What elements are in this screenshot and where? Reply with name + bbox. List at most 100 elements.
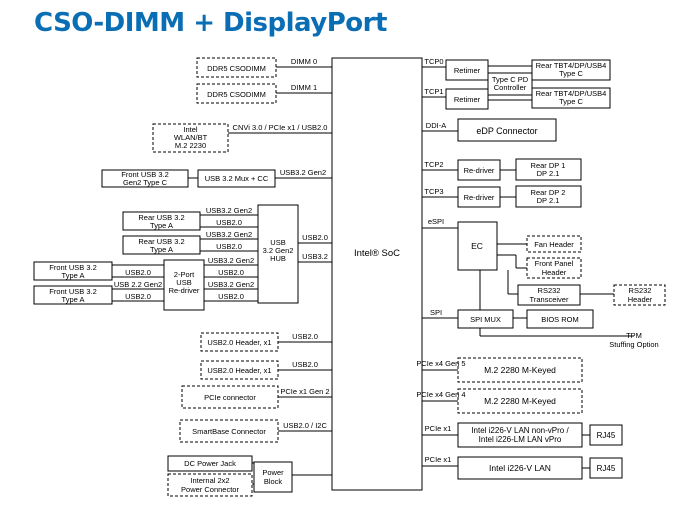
pcie-x1b-label: PCIe x1 bbox=[425, 455, 452, 464]
soc-label: Intel® SoC bbox=[354, 248, 400, 259]
pcie-gen4-label: PCIe x4 Gen 4 bbox=[416, 390, 465, 399]
wlan-line2: WLAN/BT bbox=[174, 133, 208, 142]
pcie-gen5-label: PCIe x4 Gen 5 bbox=[416, 359, 465, 368]
front-panel-line2: Header bbox=[542, 268, 567, 277]
tcp0-label: TCP0 bbox=[424, 57, 443, 66]
rs232-header-line2: Header bbox=[628, 295, 653, 304]
rs232-transceiver-line2: Transceiver bbox=[530, 295, 569, 304]
usb2-header1-label: USB2.0 Header, x1 bbox=[207, 338, 271, 347]
front-usbc-line1: Front USB 3.2 bbox=[121, 170, 169, 179]
rear-dp2-box bbox=[515, 185, 582, 208]
rear-tbt1-line1: Rear TBT4/DP/USB4 bbox=[536, 61, 607, 70]
rear-usb-a1-box bbox=[122, 211, 201, 231]
front-usb-a1-box bbox=[33, 261, 113, 281]
m2-gen4-box bbox=[457, 388, 583, 414]
front-panel-line1: Front Panel bbox=[535, 259, 574, 268]
power-block-box bbox=[253, 461, 293, 493]
retimer0-box bbox=[445, 59, 489, 81]
retimer1-label: Retimer bbox=[454, 95, 481, 104]
lan2-label: Intel i226-V LAN bbox=[489, 463, 551, 473]
usb-mux-link-label: USB3.2 Gen2 bbox=[280, 168, 326, 177]
pcie-connector-link-label: PCIe x1 Gen 2 bbox=[280, 387, 329, 396]
hub-link-r1-gen2: USB3.2 Gen2 bbox=[208, 256, 254, 265]
hub-link-a1-gen2: USB3.2 Gen2 bbox=[206, 206, 252, 215]
rs232-transceiver-line1: RS232 bbox=[538, 286, 561, 295]
retimer1-box bbox=[445, 88, 489, 110]
m2-gen5-box bbox=[457, 357, 583, 383]
rj45b-label: RJ45 bbox=[597, 464, 616, 473]
wlan-box bbox=[152, 123, 229, 153]
hub-line3: HUB bbox=[270, 254, 286, 263]
power-block-line1: Power bbox=[262, 468, 284, 477]
bios-rom-label: BIOS ROM bbox=[541, 315, 579, 324]
front-panel-header-box bbox=[526, 257, 582, 279]
pd-line1: Type C PD bbox=[492, 75, 529, 84]
rear-dp2-line1: Rear DP 2 bbox=[531, 188, 566, 197]
rear-tbt1-line2: Type C bbox=[559, 69, 583, 78]
fan-header-label: Fan Header bbox=[534, 240, 574, 249]
rear-dp1-box bbox=[515, 158, 582, 181]
pd-controller-box bbox=[487, 72, 533, 96]
lan1-line1: Intel i226-V LAN non-vPro / bbox=[471, 426, 569, 435]
front-usb-a2-box bbox=[33, 285, 113, 305]
usb2-header2-label: USB2.0 Header, x1 bbox=[207, 366, 271, 375]
tcp1-label: TCP1 bbox=[424, 87, 443, 96]
front-usb-a1-line1: Front USB 3.2 bbox=[49, 263, 97, 272]
hub-link2-label: USB3.2 bbox=[302, 252, 328, 261]
m2-gen5-label: M.2 2280 M-Keyed bbox=[484, 365, 556, 375]
usb2-header2-link-label: USB2.0 bbox=[292, 360, 318, 369]
hub-link-r2-gen2: USB3.2 Gen2 bbox=[208, 280, 254, 289]
dimm1-link-label: DIMM 1 bbox=[291, 83, 317, 92]
rear-usb-a2-line2: Type A bbox=[150, 245, 173, 254]
power-block-line2: Block bbox=[264, 477, 283, 486]
rs232-transceiver-box bbox=[517, 284, 581, 306]
soc-block bbox=[331, 57, 423, 491]
rear-usb-a1-line2: Type A bbox=[150, 221, 173, 230]
pcie-connector-label: PCIe connector bbox=[204, 393, 256, 402]
ddia-label: DDI-A bbox=[426, 121, 446, 130]
page-title: CSO-DIMM + DisplayPort bbox=[34, 8, 387, 38]
dc-jack-label: DC Power Jack bbox=[184, 459, 236, 468]
tcp3-label: TCP3 bbox=[424, 187, 443, 196]
front-usb-a2-line1: Front USB 3.2 bbox=[49, 287, 97, 296]
tpm-line2: Stuffing Option bbox=[609, 340, 658, 349]
smartbase-label: SmartBase Connector bbox=[192, 427, 266, 436]
rs232-header-line1: RS232 bbox=[629, 286, 652, 295]
hub-link-r2-usb2: USB2.0 bbox=[218, 292, 244, 301]
espi-label: eSPI bbox=[428, 217, 444, 226]
spi-mux-label: SPI MUX bbox=[470, 315, 501, 324]
dimm1-label: DDR5 CSODIMM bbox=[207, 90, 266, 99]
retimer0-label: Retimer bbox=[454, 66, 481, 75]
redriver-link-a2-usb2: USB2.0 bbox=[125, 292, 151, 301]
pd-line2: Controller bbox=[494, 83, 527, 92]
dimm0-box bbox=[196, 57, 277, 78]
rear-dp2-line2: DP 2.1 bbox=[537, 196, 560, 205]
edp-label: eDP Connector bbox=[476, 126, 537, 136]
spi-label: SPI bbox=[430, 308, 442, 317]
tcp2-label: TCP2 bbox=[424, 160, 443, 169]
rear-tbt2-line1: Rear TBT4/DP/USB4 bbox=[536, 89, 607, 98]
internal-power-line1: Internal 2x2 bbox=[190, 476, 229, 485]
edp-box bbox=[457, 118, 557, 142]
rear-tbt2-box bbox=[531, 87, 611, 109]
redriver-link-a2-gen2: USB 2.2 Gen2 bbox=[114, 280, 162, 289]
usb-mux-label: USB 3.2 Mux + CC bbox=[205, 174, 269, 183]
tpm-line1: TPM bbox=[626, 331, 642, 340]
redriver-line3: Re-driver bbox=[169, 286, 200, 295]
ec-box bbox=[457, 221, 498, 271]
pcie-x1a-label: PCIe x1 bbox=[425, 424, 452, 433]
wlan-link-label: CNVi 3.0 / PCIe x1 / USB2.0 bbox=[233, 123, 328, 132]
rj45b-box bbox=[589, 457, 623, 479]
hub-line1: USB bbox=[270, 238, 285, 247]
rs232-header-box bbox=[613, 284, 666, 306]
hub-link-r1-usb2: USB2.0 bbox=[218, 268, 244, 277]
ec-label: EC bbox=[471, 241, 483, 251]
front-usb-a1-line2: Type A bbox=[62, 271, 85, 280]
lan1-line2: Intel i226-LM LAN vPro bbox=[479, 435, 562, 444]
redriver-link-a1-usb2: USB2.0 bbox=[125, 268, 151, 277]
rear-usb-a2-box bbox=[122, 235, 201, 255]
hub-link1-label: USB2.0 bbox=[302, 233, 328, 242]
rear-usb-a2-line1: Rear USB 3.2 bbox=[138, 237, 184, 246]
front-usbc-line2: Gen2 Type C bbox=[123, 178, 168, 187]
